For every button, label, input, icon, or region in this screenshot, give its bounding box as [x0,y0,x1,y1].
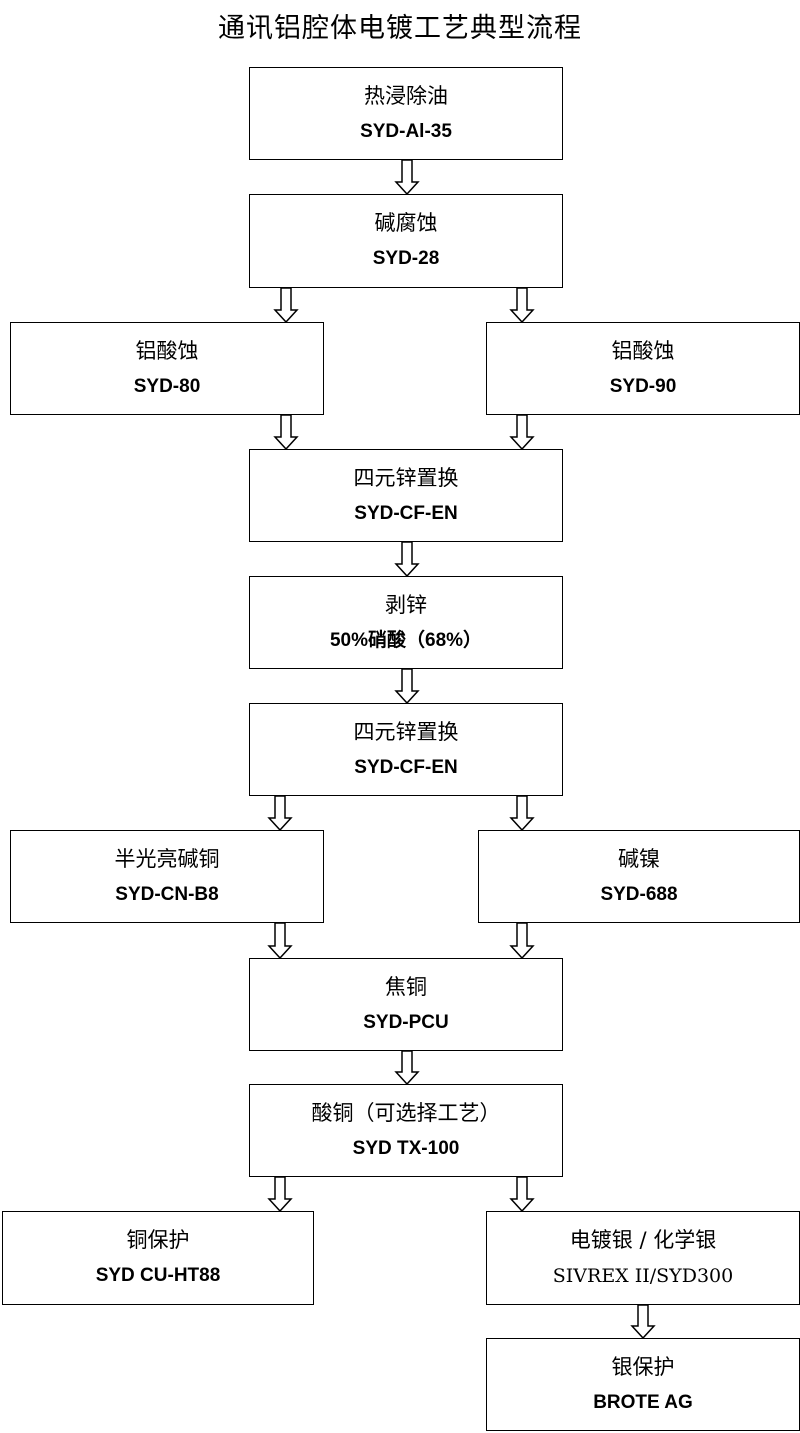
step-name: 焦铜 [385,974,427,999]
step-name: 热浸除油 [364,83,448,108]
flow-arrow [509,922,535,960]
step-acid-etch-left: 铝酸蚀 SYD-80 [10,322,324,415]
step-code: SYD TX-100 [352,1137,460,1159]
step-name: 电镀银 / 化学银 [569,1228,717,1252]
flow-arrow [509,795,535,832]
flow-arrow [394,668,420,705]
step-name: 剥锌 [385,592,427,617]
step-code: SYD-PCU [363,1011,449,1033]
step-name: 碱腐蚀 [374,211,438,235]
step-alkaline-etch: 碱腐蚀 SYD-28 [249,194,563,288]
step-code: SYD-90 [609,375,677,397]
step-name: 四元锌置换 [353,719,459,744]
step-silver-plating: 电镀银 / 化学银 SIVREX II/SYD300 [486,1211,800,1305]
flow-arrow [394,541,420,578]
step-code: 50%硝酸（68%） [329,629,483,651]
flow-arrow [630,1304,656,1340]
flow-arrow [394,1050,420,1086]
step-code: SYD-80 [133,375,201,397]
step-pyro-copper: 焦铜 SYD-PCU [249,958,563,1051]
step-alkaline-copper: 半光亮碱铜 SYD-CN-B8 [10,830,324,923]
flow-arrow [509,414,535,451]
step-name: 半光亮碱铜 [114,846,220,871]
step-name: 铝酸蚀 [611,338,675,363]
step-alkaline-nickel: 碱镍 SYD-688 [478,830,800,923]
step-name: 碱镍 [618,846,660,871]
step-code: BROTE AG [593,1391,693,1413]
step-name: 四元锌置换 [353,465,459,490]
step-name: 酸铜（可选择工艺） [311,1100,501,1125]
flow-arrow [267,922,293,960]
step-hot-degrease: 热浸除油 SYD-Al-35 [249,67,563,160]
flow-arrow [267,1176,293,1213]
step-copper-protect: 铜保护 SYD CU-HT88 [2,1211,314,1305]
step-name: 银保护 [611,1354,675,1379]
step-code: SYD-Al-35 [360,120,452,142]
step-zincate-1: 四元锌置换 SYD-CF-EN [249,449,563,542]
step-zincate-2: 四元锌置换 SYD-CF-EN [249,703,563,796]
step-code: SYD-CF-EN [354,756,458,778]
page-title: 通讯铝腔体电镀工艺典型流程 [218,13,582,44]
step-name: 铝酸蚀 [135,338,199,363]
step-acid-copper: 酸铜（可选择工艺） SYD TX-100 [249,1084,563,1177]
flow-arrow [273,287,299,324]
step-code: SYD-28 [372,248,440,269]
flow-arrow [267,795,293,832]
step-name: 铜保护 [126,1228,190,1252]
step-code: SYD-688 [600,883,678,905]
flow-arrow [394,159,420,196]
step-code: SIVREX II/SYD300 [552,1265,734,1287]
step-code: SYD-CF-EN [354,502,458,524]
step-zinc-strip: 剥锌 50%硝酸（68%） [249,576,563,669]
step-code: SYD-CN-B8 [115,883,219,905]
flow-arrow [509,287,535,324]
flow-arrow [273,414,299,451]
flow-arrow [509,1176,535,1213]
step-acid-etch-right: 铝酸蚀 SYD-90 [486,322,800,415]
step-code: SYD CU-HT88 [95,1265,221,1286]
